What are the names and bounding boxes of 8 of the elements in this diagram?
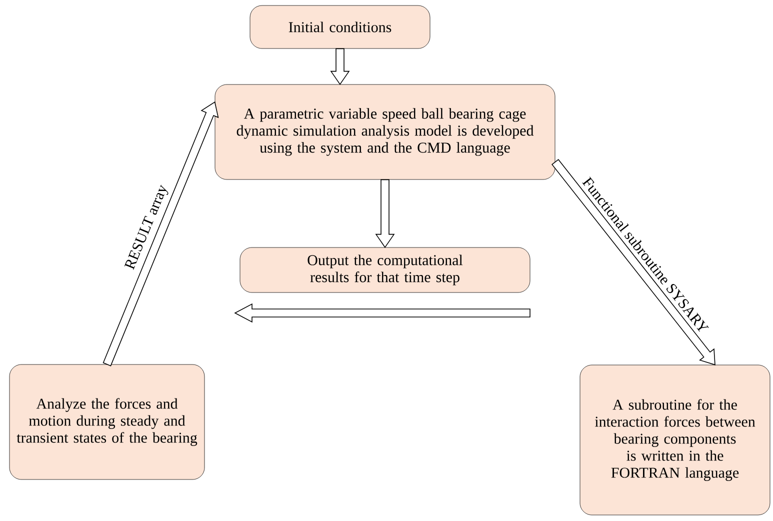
process-box: A parametric variable speed ball bearing cage dynamic simulation analysis model is developed using the system and the CMD language xyxy=(214,84,556,180)
process-box: Initial conditions xyxy=(250,5,430,49)
process-box: Output the computational results for that time step xyxy=(240,247,530,293)
hollow-arrow xyxy=(375,179,395,248)
hollow-arrow xyxy=(330,48,350,85)
process-box: Analyze the forces and motion during steady and transient states of the bearing xyxy=(9,364,205,480)
process-box: A subroutine for the interaction forces between bearing components is written in the FORTRAN language xyxy=(580,364,770,516)
hollow-arrow xyxy=(102,101,219,366)
